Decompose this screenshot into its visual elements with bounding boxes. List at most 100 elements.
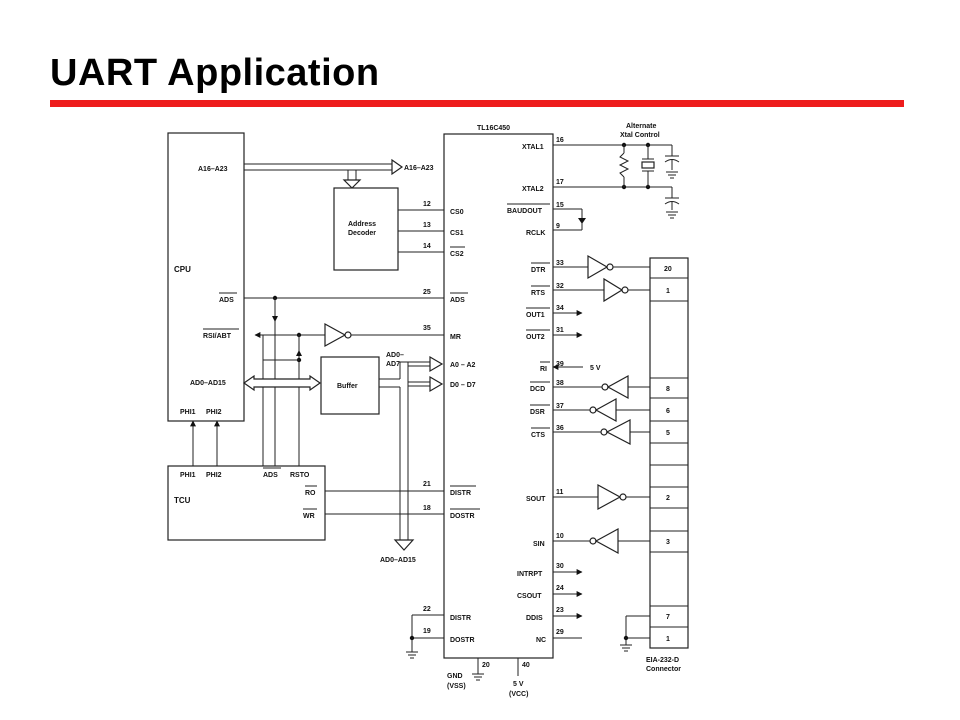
data-bus: AD0–AD15 [380,375,444,564]
chip-left-pin-name: CS0 [450,209,464,216]
chip-gnd-pin-num: 20 [482,662,490,669]
chip-right-pin-name: SIN [533,541,545,548]
chip-right-pin-num: 17 [556,179,564,186]
chip-left-pin-num: 14 [423,243,431,250]
chip-right-pin-name: RI [540,366,547,373]
chip-right-pin-name: CTS [531,432,545,439]
chip-right-pin-num: 34 [556,305,564,312]
bus-label-ad0-ad15: AD0–AD15 [380,557,416,564]
tcu-pin-phi1: PHI1 [180,472,196,479]
dcd-receiver [553,374,650,400]
bus-label-a16-a23: A16–A23 [404,165,434,172]
dtr-driver [553,254,650,280]
chip-right-pin-name: CSOUT [517,593,542,600]
cpu-pin-ad0-ad15: AD0–AD15 [190,380,226,387]
chip-right-pin-name: XTAL2 [522,186,544,193]
tl16c450-chip: TL16C450 12 CS0 13 CS1 14 CS2 25 ADS 35 … [423,125,564,698]
chip-right-pin-num: 24 [556,585,564,592]
chip-right-pin-name: BAUDOUT [507,208,543,215]
buffer-block: Buffer AD0– AD7 [320,352,444,415]
address-decoder-label-1: Address [348,221,376,228]
connector-name-2: Connector [646,666,681,673]
connector-pin-num: 3 [666,539,670,546]
chip-right-pin-name: DTR [531,267,545,274]
connector-pin-num: 7 [666,614,670,621]
chip-vcc-pin-num: 40 [522,662,530,669]
chip-right-pin-num: 39 [556,361,564,368]
connector-pin-num: 8 [666,386,670,393]
chip-5v-label: 5 V [513,681,524,688]
xtal-label-1: Alternate [626,123,656,130]
distr-dostr-ground [405,614,444,659]
tcu-block: TCU PHI1 PHI2 ADS RSTO RO WR [167,420,444,541]
sin-receiver [553,527,650,555]
connector-name-1: EIA-232-D [646,657,679,664]
chip-right-pin-num: 29 [556,629,564,636]
connector-pin-num: 6 [666,408,670,415]
chip-left-pin-name: DOSTR [450,513,475,520]
connector-pin-num: 5 [666,430,670,437]
chip-left-pin-num: 19 [423,628,431,635]
chip-gnd-label: GND [447,673,463,680]
tcu-pin-phi2: PHI2 [206,472,222,479]
tcu-pin-ads: ADS [263,472,278,479]
chip-left-pin-name: A0 – A2 [450,362,476,369]
tcu-pin-rsto: RSTO [290,472,310,479]
connector-pin-num: 20 [664,266,672,273]
rts-driver [553,277,650,303]
ad0-ad15-bus [242,374,322,392]
cpu-pin-ads: ADS [219,297,234,304]
dsr-receiver [553,397,650,423]
chip-right-pin-name: OUT2 [526,334,545,341]
chip-left-pin-num: 21 [423,481,431,488]
tcu-label: TCU [174,496,191,505]
chip-left-pin-name: MR [450,334,461,341]
chip-left-pin-num: 25 [423,289,431,296]
chip-right-pin-name: RCLK [526,230,545,237]
ri-voltage-label: 5 V [590,365,601,372]
cpu-block: CPU A16–A23 ADS RSI/ABT AD0–AD15 PHI1 PH… [167,132,245,422]
chip-right-pin-num: 16 [556,137,564,144]
connector-pin-num: 1 [666,636,670,643]
chip-left-pin-num: 35 [423,325,431,332]
chip-right-pin-num: 15 [556,202,564,209]
chip-right-pin-name: DSR [530,409,545,416]
chip-right-pin-name: INTRPT [517,571,543,578]
chip-left-pin-name: DISTR [450,615,471,622]
chip-vss-label: (VSS) [447,683,466,690]
misc-output-arrows [553,569,583,639]
chip-right-pin-num: 38 [556,380,564,387]
chip-right-pin-num: 32 [556,283,564,290]
chip-left-pin-num: 12 [423,201,431,208]
chip-left-pin-num: 13 [423,222,431,229]
slide-title: UART Application [50,52,380,94]
chip-left-pin-name: DISTR [450,490,471,497]
chip-left-pin-name: DOSTR [450,637,475,644]
chip-right-pin-name: RTS [531,290,545,297]
connector-pin-num: 2 [666,495,670,502]
bus-label-ad7: AD7 [386,361,400,368]
chip-right-pin-num: 36 [556,425,564,432]
baudout-rclk-link [553,208,586,231]
mr-line [254,322,444,348]
ads-line [244,295,444,301]
xtal-label-2: Xtal Control [620,132,660,139]
address-decoder-label-2: Decoder [348,230,376,237]
chip-right-pin-num: 33 [556,260,564,267]
chip-right-pin-num: 9 [556,223,560,230]
chip-right-pin-name: OUT1 [526,312,545,319]
chip-right-pin-num: 37 [556,403,564,410]
bus-label-ad0: AD0– [386,352,404,359]
chip-right-pin-name: NC [536,637,546,644]
chip-vcc-label: (VCC) [509,691,528,698]
cpu-pin-rsi-abt: RSI/ABT [203,333,232,340]
chip-right-pin-name: DDIS [526,615,543,622]
cpu-pin-phi1: PHI1 [180,409,196,416]
tcu-pin-wr: WR [303,513,315,520]
xtal-control: Alternate Xtal Control [553,123,680,219]
chip-left-pin-num: 22 [423,606,431,613]
connector-pin-num: 1 [666,288,670,295]
eia-232-d-connector: 20 1 8 6 5 2 3 7 1 EIA-232-D Connector [619,257,689,673]
chip-left-pin-name: ADS [450,297,465,304]
ri-5v: 5 V [552,364,601,372]
